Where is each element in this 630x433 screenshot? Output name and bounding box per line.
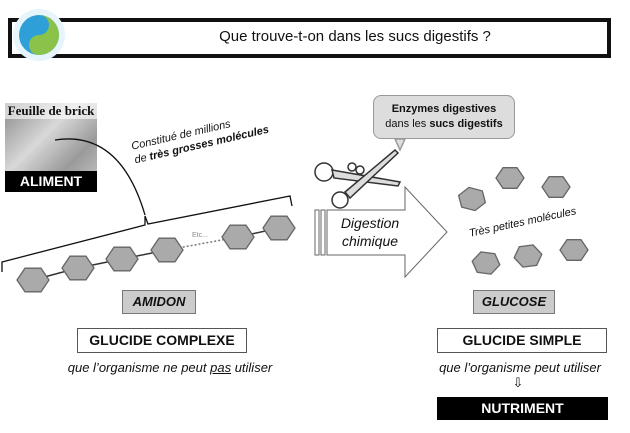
hexagon-molecule [559,239,589,261]
glucose-molecules [457,167,589,275]
process-line2: chimique [341,233,399,249]
aliment-label: ALIMENT [5,171,97,192]
amidon-label: AMIDON [122,290,196,314]
chain-etc: Etc... [192,232,208,239]
chain-brace [1,195,293,272]
title-bracket [8,18,18,58]
right-note: que l’organisme peut utiliser [439,360,601,375]
hexagon-molecule [457,186,487,212]
bubble-bold: sucs digestifs [429,118,503,130]
hexagon-molecule [262,215,296,241]
glucide-complexe-label: GLUCIDE COMPLEXE [77,328,247,353]
hexagon-molecule [16,267,50,293]
process-label: Digestion chimique [330,214,410,250]
nutriment-label: NUTRIMENT [437,397,608,420]
down-arrow-icon: ⇩ [512,375,524,390]
hexagon-molecule [105,246,139,272]
food-photo-label: Feuille de brick [5,103,97,119]
hexagon-molecule [61,255,95,281]
hexagon-molecule [471,251,501,275]
left-note-prefix: que l’organisme ne peut [67,360,211,375]
glucose-label: GLUCOSE [473,290,555,314]
title-bar [14,18,611,58]
pointer-curve [54,138,146,216]
enzymes-bubble: Enzymes digestives dans les sucs digesti… [373,95,515,139]
starch-chain [16,215,296,293]
left-note-underlined: pas [210,360,232,375]
left-note-suffix: utiliser [231,360,273,375]
hexagon-molecule [150,237,184,263]
bubble-line1: Enzymes digestives [391,103,497,115]
scissors-icon [314,138,407,209]
hexagon-molecule [495,167,525,189]
hexagon-molecule [541,176,571,198]
bubble-line2: dans les [385,118,430,130]
glucide-simple-label: GLUCIDE SIMPLE [437,328,607,353]
page-title: Que trouve-t-on dans les sucs digestifs … [219,28,491,45]
hexagon-molecule [513,244,543,268]
arrow-icon [314,185,448,279]
logo-icon [13,9,65,61]
hexagon-molecule [221,224,255,250]
process-line1: Digestion [340,215,400,231]
left-note: que l’organisme ne peut pas utiliser [20,360,320,375]
